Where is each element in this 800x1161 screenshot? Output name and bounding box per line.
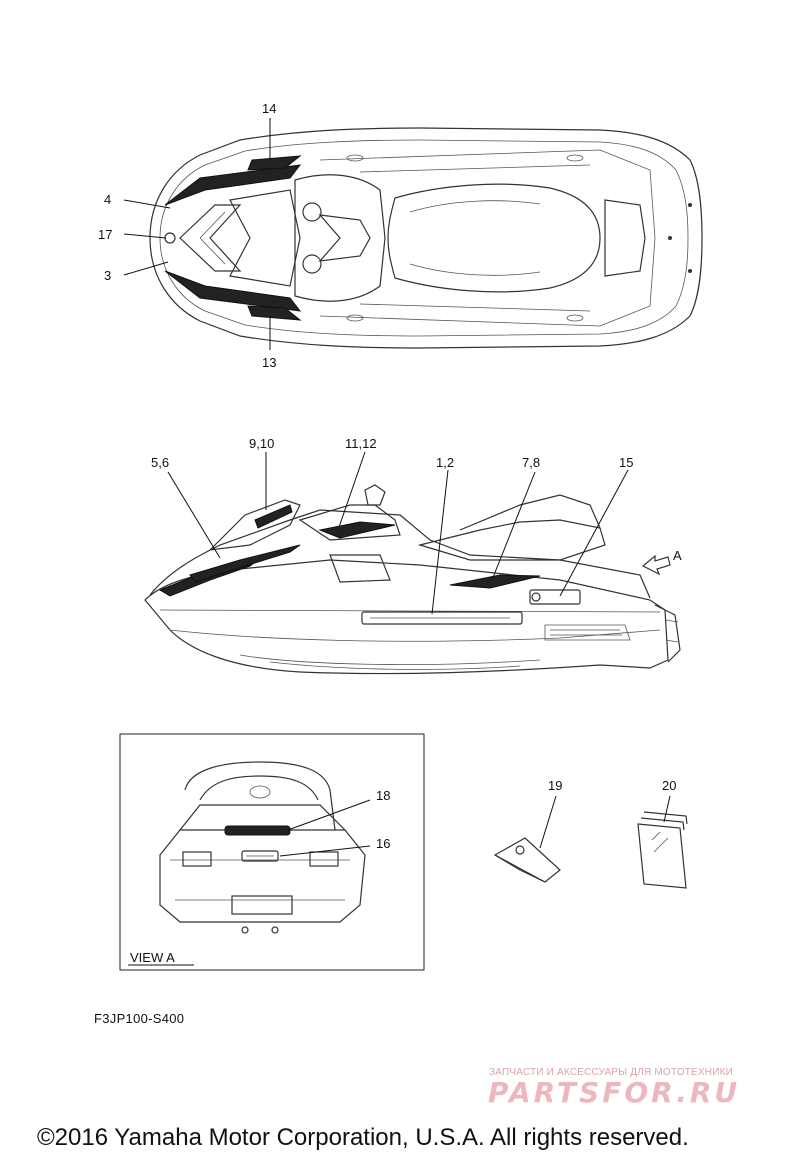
leader-19 bbox=[539, 795, 557, 849]
rear-view-watercraft bbox=[159, 761, 366, 934]
side-view-watercraft bbox=[144, 484, 681, 675]
callout-4: 4 bbox=[104, 192, 111, 207]
callout-13: 13 bbox=[262, 355, 276, 370]
leader-18 bbox=[287, 799, 371, 831]
leader-4 bbox=[123, 199, 171, 209]
waverunner-decal bbox=[361, 611, 523, 625]
view-a-arrow bbox=[641, 554, 671, 576]
callout-7-8: 7,8 bbox=[522, 455, 540, 470]
part-20-sheet bbox=[637, 811, 688, 889]
leader-1-2 bbox=[431, 469, 449, 615]
callout-16: 16 bbox=[376, 836, 390, 851]
leader-7-8 bbox=[491, 471, 536, 581]
leader-16 bbox=[279, 845, 371, 857]
callout-14: 14 bbox=[262, 101, 276, 116]
leader-20 bbox=[663, 795, 671, 823]
leader-11-12 bbox=[337, 451, 366, 531]
callout-11-12: 11,12 bbox=[345, 436, 377, 451]
view-a-label: VIEW A bbox=[130, 950, 175, 965]
callout-1-2: 1,2 bbox=[436, 455, 454, 470]
callout-3: 3 bbox=[104, 268, 111, 283]
copyright-notice: ©2016 Yamaha Motor Corporation, U.S.A. A… bbox=[37, 1124, 689, 1151]
leader-3 bbox=[123, 261, 169, 276]
callout-19: 19 bbox=[548, 778, 562, 793]
watermark-tagline: ЗАПЧАСТИ И АКСЕССУАРЫ ДЛЯ МОТОТЕХНИКИ bbox=[489, 1067, 734, 1078]
callout-17: 17 bbox=[98, 227, 112, 242]
leader-17 bbox=[123, 233, 167, 239]
view-a-frame bbox=[119, 733, 425, 971]
leader-15 bbox=[559, 469, 629, 597]
callout-18: 18 bbox=[376, 788, 390, 803]
part-19-pouch bbox=[493, 837, 561, 883]
leader-5-6 bbox=[167, 471, 221, 559]
callout-9-10: 9,10 bbox=[249, 436, 274, 451]
callout-15: 15 bbox=[619, 455, 633, 470]
top-view-watercraft bbox=[149, 127, 703, 349]
callout-a: A bbox=[673, 548, 682, 563]
callout-20: 20 bbox=[662, 778, 676, 793]
diagram-code: F3JP100-S400 bbox=[94, 1011, 185, 1026]
watermark-brand: PARTSFOR.RU bbox=[488, 1076, 741, 1109]
callout-5-6: 5,6 bbox=[151, 455, 169, 470]
